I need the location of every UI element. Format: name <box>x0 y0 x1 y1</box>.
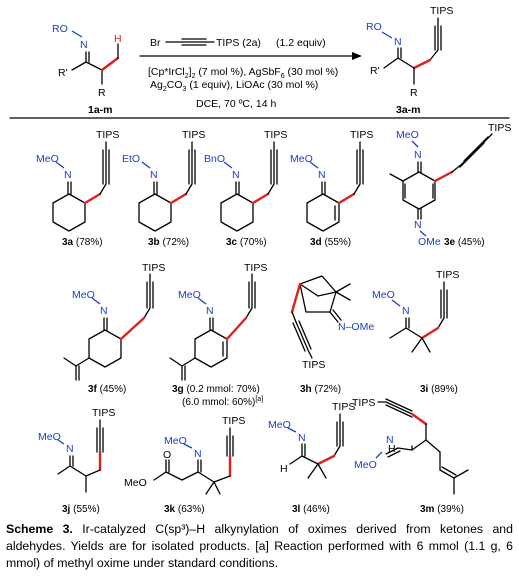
svg-text:MeO: MeO <box>164 435 187 447</box>
additive-line: Ag2CO3 (1 equiv), LiOAc (30 mol %) <box>150 79 318 93</box>
product-n-label: N <box>394 36 402 48</box>
label-3h: 3h (72%) <box>300 384 341 395</box>
svg-text:H: H <box>280 463 288 475</box>
compound-3f: TIPS MeO N <box>63 262 165 381</box>
svg-text:MeO: MeO <box>372 289 395 301</box>
svg-text:MeO: MeO <box>124 477 147 489</box>
svg-text:N: N <box>414 149 422 161</box>
reagent-tips: TIPS (2a) <box>216 37 261 49</box>
reagent-br: Br <box>150 37 161 49</box>
svg-text:BnO: BnO <box>204 153 225 165</box>
svg-text:TIPS: TIPS <box>352 397 375 409</box>
conditions-line: DCE, 70 ºC, 14 h <box>196 98 276 110</box>
compound-3c: BnO N TIPS <box>204 129 287 232</box>
substrate-r-label: R <box>98 87 106 99</box>
reaction-scheme: RO N R' R H 1a-m Br TIPS (2a) (1.2 equiv… <box>9 5 511 515</box>
svg-text:N: N <box>64 169 72 181</box>
3m-n-label: N <box>386 434 394 446</box>
label-3j: 3j (55%) <box>62 504 100 515</box>
label-3g-scale: (6.0 mmol: 60%)[a] <box>182 396 263 408</box>
label-3l: 3l (46%) <box>292 504 330 515</box>
substrate-h-label: H <box>114 33 122 45</box>
product-structure: TIPS R N RO R' <box>366 5 453 99</box>
substrate-n-label: N <box>80 39 88 51</box>
product-ro-label: RO <box>366 21 382 33</box>
svg-text:N: N <box>414 219 422 231</box>
svg-text:TIPS: TIPS <box>96 129 119 141</box>
svg-text:TIPS: TIPS <box>302 359 325 371</box>
svg-text:TIPS: TIPS <box>182 129 205 141</box>
svg-text:TIPS: TIPS <box>332 401 355 413</box>
svg-text:TIPS: TIPS <box>264 129 287 141</box>
compound-3j: TIPS N MeO <box>38 407 115 493</box>
substrate-ro-label: RO <box>52 23 68 35</box>
svg-text:N: N <box>318 169 326 181</box>
label-3f: 3f (45%) <box>88 384 126 395</box>
svg-text:N: N <box>100 305 108 317</box>
compound-3l: TIPS H N MeO <box>268 401 355 479</box>
svg-text:TIPS: TIPS <box>92 407 115 419</box>
svg-text:N: N <box>194 448 202 460</box>
svg-text:MeO: MeO <box>72 289 95 301</box>
svg-text:O: O <box>163 449 171 461</box>
svg-text:N: N <box>150 169 158 181</box>
label-3i: 3i (89%) <box>420 384 458 395</box>
svg-text:N: N <box>298 432 306 444</box>
svg-text:TIPS: TIPS <box>222 415 245 427</box>
svg-text:N–OMe: N–OMe <box>338 321 374 333</box>
caption-body: Ir-catalyzed C(sp³)–H alkynylation of ox… <box>6 522 513 570</box>
reagent-amount: (1.2 equiv) <box>276 37 326 49</box>
substrate-r1-label: R' <box>58 67 68 79</box>
compound-3d: MeO N TIPS <box>290 129 373 232</box>
label-3c: 3c (70%) <box>226 237 267 248</box>
compound-3a: MeO N TIPS <box>36 129 119 232</box>
scheme-caption: Scheme 3. Ir-catalyzed C(sp³)–H alkynyla… <box>6 521 513 572</box>
svg-text:OMe: OMe <box>418 236 441 248</box>
svg-text:TIPS: TIPS <box>142 262 165 274</box>
caption-title: Scheme 3. <box>6 522 73 536</box>
svg-text:MeO: MeO <box>178 289 201 301</box>
svg-text:N: N <box>402 305 410 317</box>
catalyst-line: [Cp*IrCl2]2 (7 mol %), AgSbF6 (30 mol %) <box>148 66 338 80</box>
svg-text:MeO: MeO <box>268 419 291 431</box>
svg-text:MeO: MeO <box>36 153 59 165</box>
svg-text:TIPS: TIPS <box>350 129 373 141</box>
svg-text:MeO: MeO <box>396 129 419 141</box>
reaction-arrowhead <box>352 52 362 60</box>
compound-3i: TIPS N MeO <box>372 269 459 353</box>
3m-oxime-label: MeO <box>354 459 377 471</box>
svg-text:MeO: MeO <box>290 153 313 165</box>
label-3b: 3b (72%) <box>148 237 189 248</box>
label-3e: 3e (45%) <box>444 237 485 248</box>
compound-3g: TIPS MeO N <box>169 262 267 381</box>
product-r-label: R <box>410 87 418 99</box>
product-tips: TIPS <box>430 5 453 17</box>
svg-text:N: N <box>66 443 74 455</box>
svg-text:N: N <box>206 305 214 317</box>
label-3a: 3a (78%) <box>62 237 103 248</box>
compound-3e: MeO N N OMe TIPS <box>389 122 511 248</box>
label-3m: 3m (39%) <box>420 504 464 515</box>
label-3g: 3g (0.2 mmol: 70%) <box>172 384 260 395</box>
compound-3m: TIPS H <box>352 397 469 495</box>
svg-text:EtO: EtO <box>122 153 140 165</box>
svg-text:H: H <box>388 443 396 455</box>
svg-text:TIPS: TIPS <box>436 269 459 281</box>
svg-text:TIPS: TIPS <box>244 262 267 274</box>
compound-3b: EtO N TIPS <box>122 129 205 232</box>
label-3k: 3k (63%) <box>164 504 205 515</box>
compound-3k: TIPS N MeO O MeO <box>124 415 245 495</box>
label-3d: 3d (55%) <box>310 237 351 248</box>
reagent-structure: Br TIPS (2a) (1.2 equiv) <box>150 37 326 49</box>
compound-3h: N–OMe TIPS <box>290 275 374 371</box>
substrate-label: 1a-m <box>88 104 113 116</box>
svg-text:MeO: MeO <box>38 431 61 443</box>
product-r1-label: R' <box>370 65 380 77</box>
svg-text:TIPS: TIPS <box>488 122 511 134</box>
substrate-structure: RO N R' R H <box>52 23 122 99</box>
product-label: 3a-m <box>396 104 421 116</box>
svg-text:N: N <box>232 169 240 181</box>
